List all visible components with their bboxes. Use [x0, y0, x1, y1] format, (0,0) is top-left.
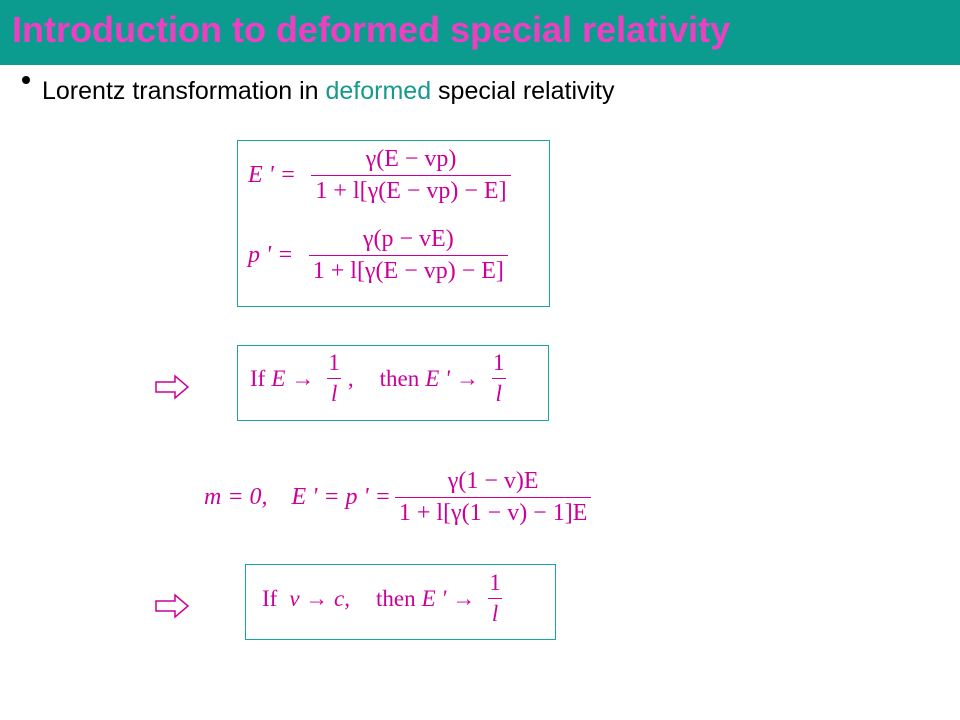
limit-fraction-1-den: l [326, 378, 342, 407]
limit-var-e: E [271, 365, 286, 391]
limit-var-e-prime: E ' [425, 365, 450, 391]
vlimit-fraction-den: l [487, 598, 503, 627]
equation-e-prime: E ' = γ(E − vp) 1 + l[γ(E − vp) − E] [248, 146, 526, 205]
limit-comma: , [347, 365, 354, 391]
limit-fraction-1: 1 l [324, 350, 344, 407]
bullet-dot-icon [22, 76, 30, 85]
equation-p-prime-denominator: 1 + l[γ(E − vp) − E] [308, 255, 508, 285]
limit-fraction-2: 1 l [489, 350, 509, 407]
bullet-text-post: special relativity [431, 77, 615, 105]
massless-condition: m = 0, [204, 484, 268, 510]
limit-arrow-2: → [455, 365, 479, 391]
vlimit-fraction-num: 1 [489, 570, 501, 595]
limit-fraction-2-den: l [491, 378, 506, 407]
limit-arrow: → [291, 365, 315, 391]
limit-fraction-2-num: 1 [492, 350, 505, 375]
bullet-item: Lorentz transformation in deformed speci… [22, 74, 615, 108]
slide-title: Introduction to deformed special relativ… [12, 9, 731, 50]
equation-velocity-limit: If v → c, then E ' → 1 l [262, 570, 509, 627]
equation-energy-limit: If E → 1 l , then E ' → 1 l [250, 350, 512, 407]
limit-if-text: If [250, 365, 266, 391]
vlimit-if-text: If [262, 585, 278, 611]
lorentz-equations-box [237, 140, 550, 307]
massless-lhs: E ' = p ' = [291, 484, 391, 510]
vlimit-arrow: → [452, 585, 476, 611]
equation-massless: m = 0, E ' = p ' = γ(1 − v)E 1 + l[γ(1 −… [204, 468, 595, 527]
bullet-text-pre: Lorentz transformation in [42, 77, 326, 105]
implies-arrow-icon [155, 374, 189, 400]
equation-e-prime-denominator: 1 + l[γ(E − vp) − E] [311, 175, 511, 205]
implies-arrow-icon [155, 593, 189, 619]
massless-fraction: γ(1 − v)E 1 + l[γ(1 − v) − 1]E [394, 468, 592, 527]
limit-then-text: then [379, 365, 420, 391]
velocity-limit-box [245, 564, 556, 640]
massless-denominator: 1 + l[γ(1 − v) − 1]E [394, 497, 592, 527]
limit-fraction-1-num: 1 [328, 350, 340, 375]
title-bar [0, 0, 960, 65]
vlimit-fraction: 1 l [485, 570, 505, 627]
energy-limit-box [237, 345, 549, 421]
equation-e-prime-numerator: γ(E − vp) [365, 146, 457, 172]
equation-p-prime: p ' = γ(p − vE) 1 + l[γ(E − vp) − E] [248, 226, 523, 285]
massless-numerator: γ(1 − v)E [447, 468, 539, 494]
vlimit-var: v → c, [289, 585, 350, 611]
equation-e-prime-fraction: γ(E − vp) 1 + l[γ(E − vp) − E] [300, 146, 522, 205]
vlimit-then-text: then [376, 585, 416, 611]
equation-p-prime-lhs: p ' = [248, 242, 294, 268]
bullet-text-highlight: deformed [325, 77, 432, 105]
equation-p-prime-numerator: γ(p − vE) [362, 226, 454, 252]
equation-p-prime-fraction: γ(p − vE) 1 + l[γ(E − vp) − E] [297, 226, 519, 285]
vlimit-var-e-prime: E ' [421, 585, 447, 611]
equation-e-prime-lhs: E ' = [248, 162, 296, 188]
